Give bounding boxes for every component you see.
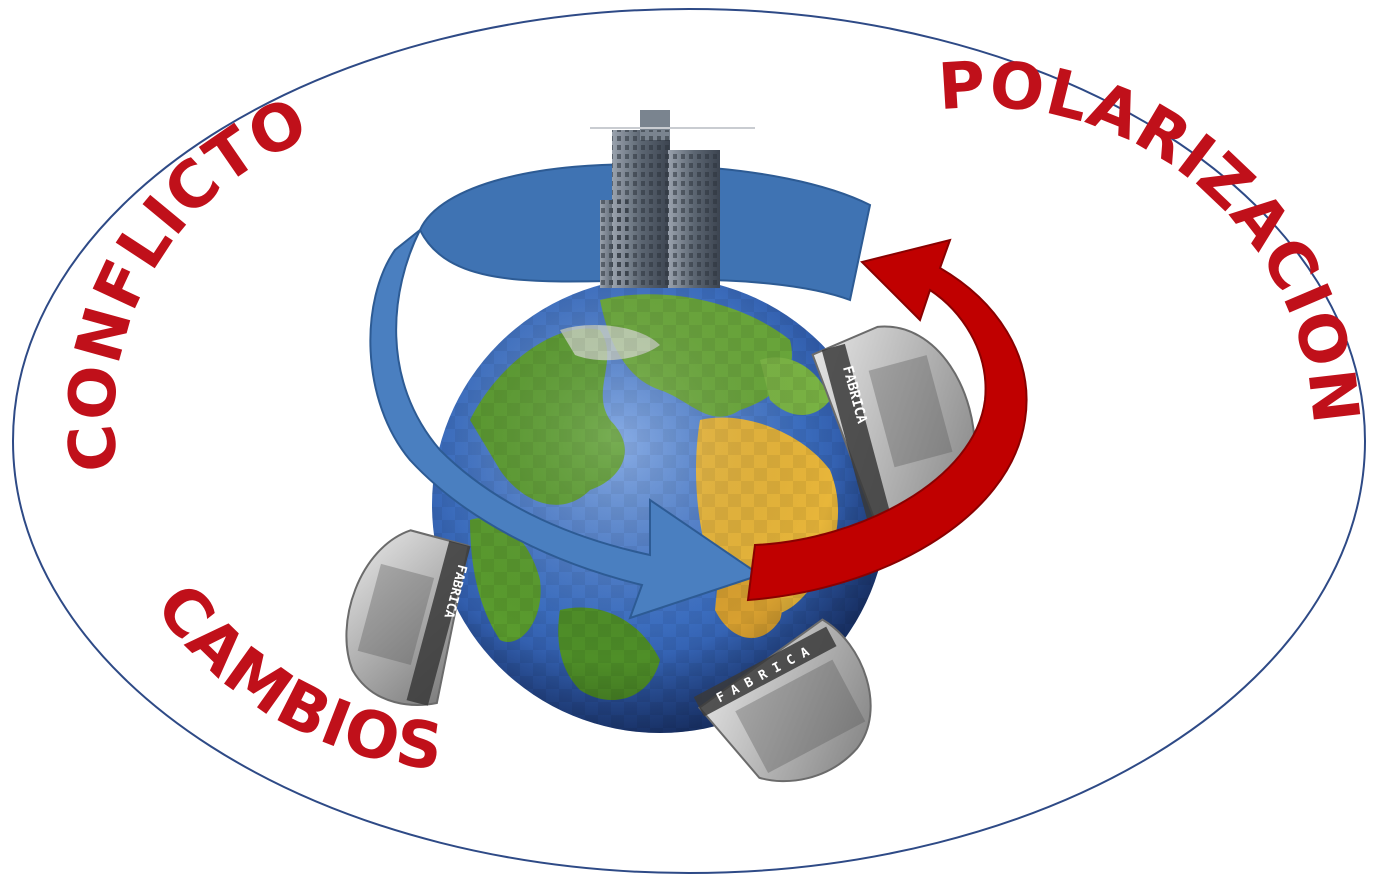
- blue-arrow-front: [369, 229, 763, 620]
- skyscraper-icon: [590, 110, 755, 288]
- red-curved-arrow-icon: [746, 238, 1028, 602]
- globe-icon: [432, 277, 888, 733]
- factory-icon: FABRICA: [345, 529, 471, 706]
- factory-icon: FABRICA: [693, 618, 872, 783]
